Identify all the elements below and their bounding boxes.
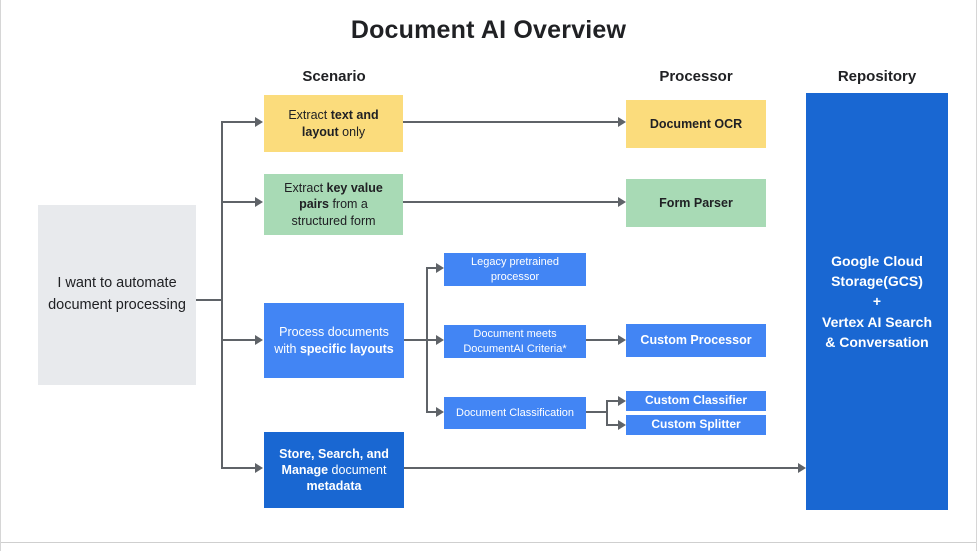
text-segment-bold: key value pairs: [299, 181, 383, 212]
connector-line: [404, 467, 798, 469]
node-scenario-extract-kv-label: Extract key value pairs from a structure…: [274, 180, 393, 229]
text-segment: from a structured form: [291, 197, 376, 228]
connector-line: [404, 339, 428, 341]
arrowhead-icon: [255, 335, 263, 345]
text-segment-bold: Store, Search, and Manage: [279, 446, 389, 477]
connector-line: [606, 424, 618, 426]
node-processor-document-ocr-label: Document OCR: [649, 116, 743, 131]
column-header-repository: Repository: [837, 68, 917, 85]
repository-line-2: Vertex AI Search & Conversation: [822, 313, 932, 350]
node-documentai-criteria-label: Document meets DocumentAI Criteria*: [463, 328, 567, 355]
node-intent: I want to automate document processing: [38, 205, 196, 385]
text-segment: document: [328, 462, 387, 477]
arrowhead-icon: [618, 117, 626, 127]
text-segment: only: [338, 124, 366, 139]
node-processor-custom-processor-label: Custom Processor: [640, 333, 752, 348]
connector-line: [426, 267, 436, 269]
text-segment: Extract: [284, 181, 327, 196]
node-legacy-pretrained: Legacy pretrained processor: [444, 253, 586, 286]
repository-line-1: Google Cloud Storage(GCS): [831, 252, 923, 290]
arrowhead-icon: [798, 463, 806, 473]
node-processor-form-parser-label: Form Parser: [659, 195, 733, 210]
connector-line: [606, 400, 608, 426]
connector-line: [221, 121, 255, 123]
node-scenario-store-search-label: Store, Search, and Manage document metad…: [274, 446, 394, 495]
node-scenario-extract-text-label: Extract text and layout only: [274, 107, 393, 140]
arrowhead-icon: [618, 335, 626, 345]
column-header-scenario: Scenario: [302, 68, 366, 85]
arrowhead-icon: [436, 335, 444, 345]
arrowhead-icon: [618, 197, 626, 207]
arrowhead-icon: [618, 396, 626, 406]
node-intent-label: I want to automate document processing: [48, 275, 186, 313]
connector-line: [586, 339, 618, 341]
text-segment: Process documents with: [274, 325, 389, 356]
node-scenario-extract-kv: Extract key value pairs from a structure…: [264, 174, 403, 235]
arrowhead-icon: [618, 420, 626, 430]
node-repository: Google Cloud Storage(GCS) + Vertex AI Se…: [806, 93, 948, 510]
page-border: [1, 542, 976, 543]
arrowhead-icon: [436, 263, 444, 273]
connector-line: [221, 339, 255, 341]
connector-line: [221, 201, 255, 203]
connector-line: [196, 299, 222, 301]
column-header-processor: Processor: [659, 68, 733, 85]
repository-plus: +: [872, 293, 882, 310]
arrowhead-icon: [255, 197, 263, 207]
node-processor-custom-classifier: Custom Classifier: [626, 391, 766, 411]
node-processor-document-ocr: Document OCR: [626, 100, 766, 148]
node-processor-custom-classifier-label: Custom Classifier: [644, 393, 748, 408]
node-scenario-store-search: Store, Search, and Manage document metad…: [264, 432, 404, 508]
text-segment-bold: specific layouts: [299, 341, 394, 356]
node-document-classification: Document Classification: [444, 397, 586, 429]
node-processor-custom-splitter-label: Custom Splitter: [651, 417, 741, 432]
node-scenario-specific-layouts: Process documents with specific layouts: [264, 303, 404, 378]
node-scenario-extract-text: Extract text and layout only: [264, 95, 403, 152]
connector-line: [606, 400, 618, 402]
node-document-classification-label: Document Classification: [456, 406, 574, 419]
node-scenario-specific-layouts-label: Process documents with specific layouts: [274, 324, 394, 357]
node-processor-custom-processor: Custom Processor: [626, 324, 766, 357]
arrowhead-icon: [255, 117, 263, 127]
connector-line: [221, 467, 255, 469]
connector-line: [586, 411, 608, 413]
text-segment-bold: metadata: [306, 479, 362, 494]
arrowhead-icon: [255, 463, 263, 473]
connector-line: [403, 121, 618, 123]
arrowhead-icon: [436, 407, 444, 417]
connector-line: [426, 411, 436, 413]
node-legacy-pretrained-label: Legacy pretrained processor: [470, 256, 560, 283]
connector-line: [221, 121, 223, 469]
node-processor-form-parser: Form Parser: [626, 179, 766, 227]
text-segment-bold: text and layout: [301, 108, 379, 139]
text-segment: Extract: [288, 108, 331, 123]
node-documentai-criteria: Document meets DocumentAI Criteria*: [444, 325, 586, 358]
page-title: Document AI Overview: [350, 16, 627, 44]
connector-line: [426, 339, 436, 341]
node-processor-custom-splitter: Custom Splitter: [626, 415, 766, 435]
connector-line: [403, 201, 618, 203]
